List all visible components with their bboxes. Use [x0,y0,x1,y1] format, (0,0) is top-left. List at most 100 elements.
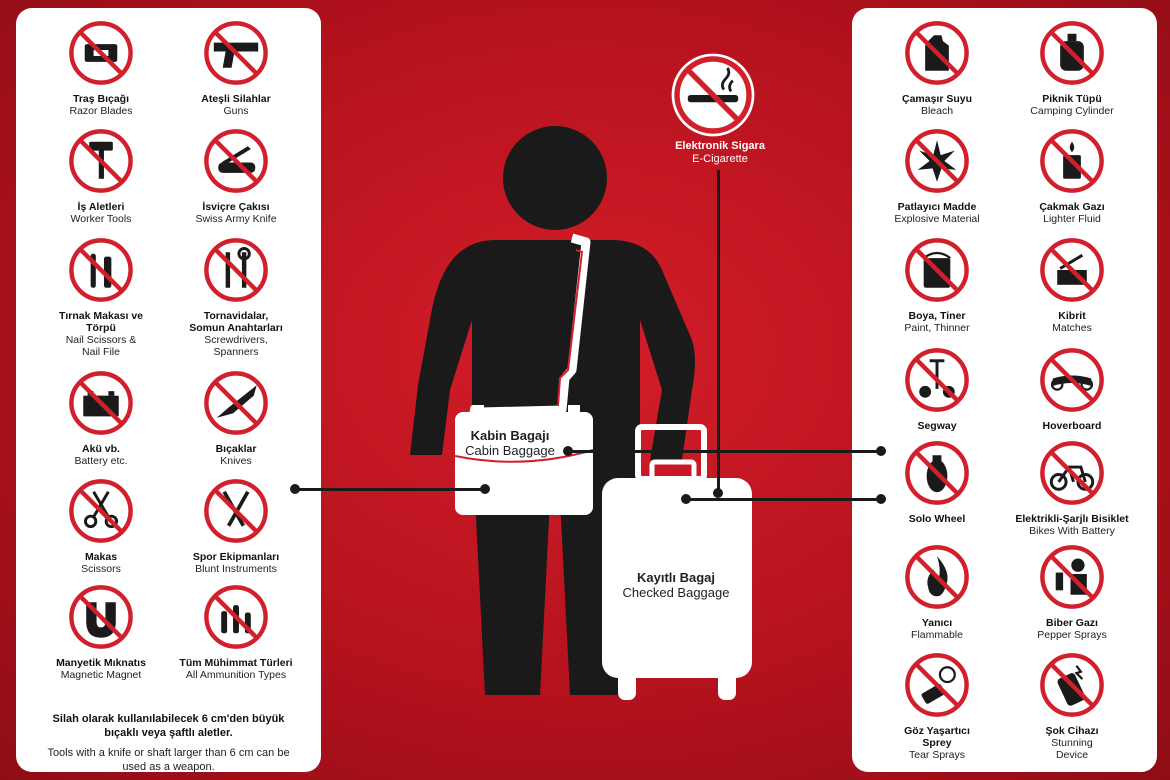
prohibited-item: Bıçaklar Knives [166,366,306,467]
prohibited-item: Akü vb. Battery etc. [31,366,171,467]
item-icon-wrap [900,124,974,198]
e-cigarette-item [668,50,758,140]
item-label-en: Explosive Material [894,213,980,225]
connector-cabin-to-right [568,450,880,453]
item-icon-wrap [900,16,974,90]
connector-dot-cabin [480,484,490,494]
solo-wheel-icon [905,441,969,505]
item-label-en: Razor Blades [69,105,133,117]
item-label-en: Swiss Army Knife [195,213,277,225]
item-icon-wrap [64,474,138,548]
cabin-baggage-label-en: Cabin Baggage [465,443,555,458]
item-label-tr: Elektrikli-Şarjlı Bisiklet [1015,513,1129,525]
note-english: Tools with a knife or shaft larger than … [47,747,290,773]
prohibited-item: İş Aletleri Worker Tools [31,124,171,225]
item-icon-wrap [199,366,273,440]
connector-ecig-to-checked [717,170,720,492]
golf-club-icon [204,479,268,543]
item-label-tr: Manyetik Mıknatıs [56,657,146,669]
connector-left-to-cabin [295,488,485,491]
item-label-en: Bleach [920,105,954,117]
bullets-icon [204,585,268,649]
battery-icon [69,371,133,435]
item-label-tr: Tornavidalar, Somun Anahtarları [189,310,283,334]
item-label-en: Worker Tools [70,213,132,225]
prohibited-item: Piknik Tüpü Camping Cylinder [1002,16,1142,117]
item-label-en: Tear Sprays [908,749,966,761]
prohibited-item: Yanıcı Flammable [867,540,1007,641]
gas-cylinder-icon [1040,21,1104,85]
item-icon-wrap [199,580,273,654]
item-icon-wrap [1035,648,1109,722]
item-label-en: Stunning Device [1051,737,1093,761]
item-label-en: Flammable [911,629,963,641]
item-label-tr: İş Aletleri [77,201,125,213]
prohibited-item: Tüm Mühimmat Türleri All Ammunition Type… [166,580,306,681]
note-turkish: Silah olarak kullanılabilecek 6 cm'den b… [52,713,285,739]
item-label-tr: Göz Yaşartıcı Sprey [904,725,970,749]
pepper-spray-icon [1040,545,1104,609]
prohibited-all-baggage-panel: Çamaşır Suyu Bleach Piknik Tüpü Camping … [852,8,1157,772]
traveler-illustration [410,126,752,700]
segway-icon [905,348,969,412]
item-icon-wrap [1035,16,1109,90]
item-label-tr: Yanıcı [921,617,953,629]
prohibited-item: Makas Scissors [31,474,171,575]
item-icon-wrap [1035,436,1109,510]
item-label-tr: Makas [84,551,118,563]
prohibited-item: Patlayıcı Madde Explosive Material [867,124,1007,225]
prohibited-item: Traş Bıçağı Razor Blades [31,16,171,117]
prohibited-item: Göz Yaşartıcı Sprey Tear Sprays [867,648,1007,761]
item-label-tr: Biber Gazı [1046,617,1098,629]
prohibited-item: İsviçre Çakısı Swiss Army Knife [166,124,306,225]
checked-baggage-label: Kayıtlı Bagaj Checked Baggage [606,570,746,600]
item-label-tr: Kibrit [1058,310,1086,322]
item-icon-wrap [64,366,138,440]
connector-checked-to-right [686,498,880,501]
hoverboard-icon [1040,348,1104,412]
item-icon-wrap [199,16,273,90]
paint-can-icon [905,238,969,302]
prohibited-item: Tırnak Makası ve Törpü Nail Scissors & N… [31,233,171,358]
item-label-tr: Bıçaklar [215,443,257,455]
item-label-en: Nail Scissors & Nail File [65,334,137,358]
item-label-en: Paint, Thinner [904,322,970,334]
item-label-en: Battery etc. [74,455,128,467]
item-label-tr: Traş Bıçağı [72,93,130,105]
item-label-en: Screwdrivers, Spanners [204,334,268,358]
razor-blade-icon [69,21,133,85]
flame-icon [905,545,969,609]
checked-baggage-label-en: Checked Baggage [622,585,730,600]
connector-dot-right-upper [876,446,886,456]
item-icon-wrap [900,343,974,417]
prohibited-item: Tornavidalar, Somun Anahtarları Screwdri… [166,233,306,358]
matches-icon [1040,238,1104,302]
item-icon-wrap [64,233,138,307]
item-label-tr: Çakmak Gazı [1039,201,1105,213]
item-label-tr: Şok Cihazı [1045,725,1099,737]
prohibited-cabin-items-panel: Traş Bıçağı Razor Blades Ateşli Silahlar… [16,8,321,773]
item-icon-wrap [900,540,974,614]
item-icon-wrap [64,16,138,90]
item-label-tr: Boya, Tiner [908,310,966,322]
checked-baggage-label-tr: Kayıtlı Bagaj [636,570,716,585]
cabin-baggage-label: Kabin Bagajı Cabin Baggage [455,428,565,458]
item-icon-wrap [1035,540,1109,614]
screwdriver-icon [204,238,268,302]
hammer-icon [69,129,133,193]
e-cigarette-icon [671,53,755,137]
item-label-tr: Tüm Mühimmat Türleri [179,657,293,669]
nail-file-icon [69,238,133,302]
item-label-tr: Patlayıcı Madde [897,201,977,213]
lighter-icon [1040,129,1104,193]
connector-dot-checked [681,494,691,504]
prohibited-item: Şok Cihazı Stunning Device [1002,648,1142,761]
item-label-tr: Çamaşır Suyu [901,93,973,105]
prohibited-item: Çamaşır Suyu Bleach [867,16,1007,117]
e-cigarette-label: Elektronik Sigara E-Cigarette [660,140,780,166]
scissors-icon [69,479,133,543]
prohibited-item: Biber Gazı Pepper Sprays [1002,540,1142,641]
item-label-tr: Segway [917,420,957,432]
item-icon-wrap [1035,233,1109,307]
prohibited-item: Çakmak Gazı Lighter Fluid [1002,124,1142,225]
